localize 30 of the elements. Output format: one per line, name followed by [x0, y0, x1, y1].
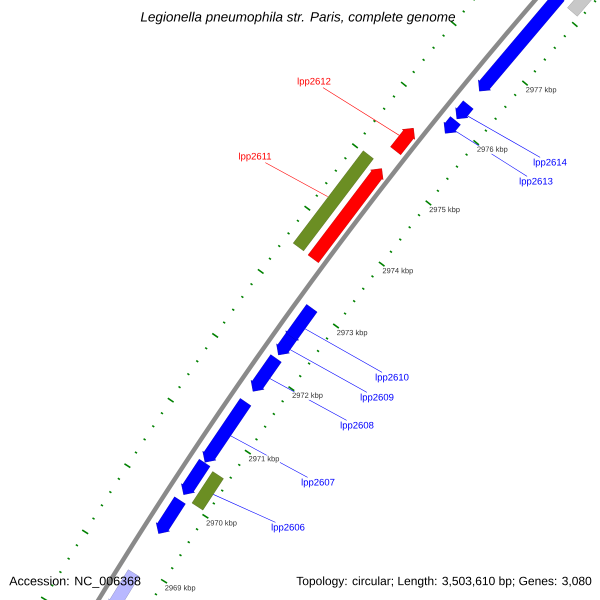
gene-feature [444, 116, 461, 134]
accession-text: Accession: NC_006368 [9, 576, 140, 588]
gene-feature [286, 304, 318, 342]
leader-line [265, 162, 328, 197]
gene-label: lpp2610 [376, 374, 409, 382]
gene-feature [250, 354, 282, 392]
gene-feature [390, 128, 415, 156]
gene-feature [156, 496, 186, 534]
gene-block [292, 150, 374, 252]
gene-label: lpp2608 [340, 422, 374, 430]
gene-label: lpp2614 [534, 158, 567, 168]
genome-info-text: Topology: circular; Length: 3,503,610 bp; Genes: 3,080 [296, 576, 592, 588]
leader-line [213, 494, 276, 523]
leader-line [467, 116, 540, 158]
gene-label: lpp2607 [302, 478, 334, 488]
leader-line [322, 87, 400, 136]
leader-line [304, 328, 382, 373]
title: Legionella pneumophila str. Paris, complete genome [140, 12, 456, 24]
gene-feature [181, 458, 210, 495]
gene-feature [276, 332, 297, 356]
gene-label: lpp2612 [298, 78, 330, 86]
gene-label: lpp2611 [239, 152, 272, 162]
gene-label: lpp2613 [520, 178, 552, 186]
gene-label: lpp2609 [360, 394, 394, 402]
leader-line [290, 349, 368, 393]
gene-label: lpp2606 [272, 524, 304, 532]
gene-block [192, 471, 224, 510]
gene-feature [455, 100, 474, 120]
gene-block [567, 0, 593, 16]
gene-feature [308, 168, 384, 263]
